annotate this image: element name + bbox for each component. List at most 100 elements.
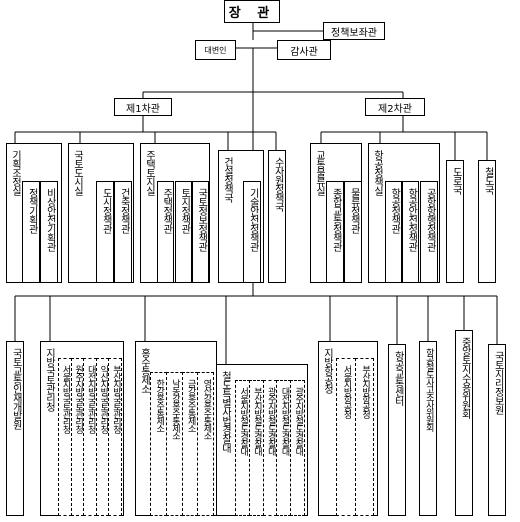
rail-police-subs-item: 부산지방철도경찰대 bbox=[248, 380, 264, 516]
vice1-label: 제1차관 bbox=[126, 103, 160, 115]
flood-subs-item-label: 금강홍수통제소 bbox=[185, 379, 196, 432]
flood-subs-item: 영산강홍수통제소 bbox=[197, 372, 214, 516]
flood-subs-item-label: 한강홍수통제소 bbox=[154, 379, 165, 432]
rail-police-subs-item: 서울지방철도경찰대 bbox=[235, 380, 250, 516]
housing-sub2-label: 토지정책관 bbox=[178, 188, 190, 233]
construction-bureau-label: 건설정책국 bbox=[221, 157, 233, 202]
road-bureau: 도로국 bbox=[446, 160, 464, 283]
planning-sub2: 비상안전기획관 bbox=[40, 181, 58, 283]
policy-aide-box: 정책보좌관 bbox=[323, 22, 385, 40]
territory-sub1: 도시정책관 bbox=[96, 181, 114, 283]
transport-sub1: 종합교통정책관 bbox=[326, 181, 344, 283]
flood-subs-item-label: 낙동강홍수통제소 bbox=[169, 379, 180, 439]
aviation-subs-item: 서울지방항공청 bbox=[336, 358, 356, 516]
construction-sub-label: 기술안전정책관 bbox=[247, 188, 259, 251]
housing-sub2: 토지정책관 bbox=[175, 181, 192, 283]
spokesperson-box: 대변인 bbox=[195, 40, 236, 60]
ngii-label: 국토지리정보원 bbox=[492, 351, 504, 414]
territory-sub2-label: 건축정책관 bbox=[118, 188, 130, 233]
transport-sub1-label: 종합교통정책관 bbox=[330, 188, 342, 251]
land-subs-item: 대전지방국토관리청 bbox=[83, 358, 97, 516]
territory-sub2: 건축정책관 bbox=[114, 181, 132, 283]
land-subs-item-label: 서울지방국토관리청 bbox=[60, 365, 71, 433]
housing-sub3-label: 국토정보정책관 bbox=[195, 188, 207, 251]
aviation-admin-label: 지방항공청 bbox=[321, 348, 333, 393]
road-bureau-label: 도로국 bbox=[450, 167, 462, 194]
transport-office-label: 교통물류실 bbox=[313, 150, 325, 195]
transport-sub2: 물류정책관 bbox=[344, 181, 362, 283]
territory-office-label: 국토도시실 bbox=[71, 150, 83, 195]
land-subs-item: 서울지방국토관리청 bbox=[58, 358, 72, 516]
rail-police-subs-item-label: 광주지방철도경찰대 bbox=[265, 387, 276, 455]
aviation-subs-item-label: 부산지방항공청 bbox=[359, 365, 370, 418]
rail-police-subs-item-label: 대전지방철도경찰대 bbox=[279, 387, 290, 455]
aviation-sub2-label: 항공안전정책관 bbox=[405, 188, 417, 251]
rail-police-subs-item-label: 부산지방철도경찰대 bbox=[251, 387, 262, 455]
land-subs-item-label: 익산지방국토관리청 bbox=[98, 365, 109, 433]
rail-police-subs-item: 대전지방철도경찰대 bbox=[276, 380, 292, 516]
planning-sub1: 정책기획관 bbox=[22, 181, 40, 283]
flood-control-subs: 한강홍수통제소 낙동강홍수통제소 금강홍수통제소 영산강홍수통제소 bbox=[150, 372, 214, 516]
minister-box: 장 관 bbox=[224, 0, 280, 23]
planning-sub1-label: 정책기획관 bbox=[26, 188, 38, 233]
aviation-office-label: 항공정책실 bbox=[371, 150, 383, 195]
vice1-box: 제1차관 bbox=[114, 98, 172, 116]
water-bureau-label: 수자원정책국 bbox=[272, 157, 284, 211]
planning-sub2-label: 비상안전기획관 bbox=[44, 188, 56, 251]
hrd-institute: 국토교통인재개발원 bbox=[6, 341, 24, 516]
flood-subs-item: 한강홍수통제소 bbox=[150, 372, 167, 516]
spokesperson-label: 대변인 bbox=[204, 45, 227, 55]
minister-label: 장 관 bbox=[228, 6, 276, 21]
housing-sub3: 국토정보정책관 bbox=[192, 181, 209, 283]
aviation-sub2: 항공안전정책관 bbox=[402, 181, 419, 283]
rail-police-subs-item: 광주지방철도경찰대 bbox=[290, 380, 305, 516]
rail-police-subs-item-label: 서울지방철도경찰대 bbox=[238, 387, 249, 455]
rail-accident-committee: 항공철도사고조사위원회 bbox=[419, 341, 437, 516]
rail-accident-committee-label: 항공철도사고조사위원회 bbox=[423, 348, 434, 431]
land-subs-item: 익산지방국토관리청 bbox=[95, 358, 110, 516]
land-subs-item: 원주지방국토관리청 bbox=[70, 358, 85, 516]
aviation-sub3: 공항항행정책관 bbox=[420, 181, 438, 283]
housing-office-label: 주택토지실 bbox=[143, 150, 155, 195]
policy-aide-label: 정책보좌관 bbox=[331, 27, 377, 39]
construction-sub: 기술안전정책관 bbox=[243, 181, 261, 283]
inspector-label: 감사관 bbox=[290, 46, 318, 58]
flood-subs-item: 금강홍수통제소 bbox=[181, 372, 199, 516]
construction-bureau: 건설정책국 bbox=[218, 150, 264, 283]
aviation-sub1: 항공정책관 bbox=[385, 181, 402, 283]
aviation-center-label: 항공교통센터 bbox=[392, 351, 404, 405]
inspector-box: 감사관 bbox=[277, 40, 331, 60]
aviation-admin-subs: 서울지방항공청 부산지방항공청 bbox=[336, 358, 374, 516]
land-admin-label: 지방국토관리청 bbox=[43, 348, 55, 411]
aviation-subs-item-label: 서울지방항공청 bbox=[341, 365, 352, 418]
vice2-label: 제2차관 bbox=[378, 103, 412, 115]
rail-police-label: 철도특별사법경찰대 bbox=[219, 371, 231, 452]
aviation-subs-item: 부산지방항공청 bbox=[354, 358, 374, 516]
flood-control-label: 홍수통제소 bbox=[138, 348, 150, 393]
expropriation-committee-label: 중앙토지수용위원회 bbox=[459, 337, 471, 418]
aviation-center: 항공교통센터 bbox=[388, 344, 406, 516]
rail-police-subs-item: 광주지방철도경찰대 bbox=[262, 380, 278, 516]
flood-subs-item: 낙동강홍수통제소 bbox=[165, 372, 183, 516]
vice2-box: 제2차관 bbox=[365, 98, 425, 116]
housing-sub1-label: 주택정책관 bbox=[160, 188, 172, 233]
planning-office-label: 기획조정실 bbox=[9, 150, 21, 195]
expropriation-committee: 중앙토지수용위원회 bbox=[455, 330, 473, 516]
flood-subs-item-label: 영산강홍수통제소 bbox=[201, 379, 212, 439]
water-bureau: 수자원정책국 bbox=[268, 150, 286, 283]
land-subs-item: 부산지방국토관리청 bbox=[108, 358, 122, 516]
territory-sub1-label: 도시정책관 bbox=[100, 188, 112, 233]
hrd-institute-label: 국토교통인재개발원 bbox=[10, 348, 22, 429]
land-subs-item-label: 부산지방국토관리청 bbox=[110, 365, 121, 433]
aviation-sub1-label: 항공정책관 bbox=[388, 188, 400, 233]
rail-bureau: 철도국 bbox=[478, 160, 496, 283]
transport-sub2-label: 물류정책관 bbox=[348, 188, 360, 233]
housing-sub1: 주택정책관 bbox=[157, 181, 174, 283]
land-subs-item-label: 원주지방국토관리청 bbox=[73, 365, 84, 433]
ngii-box: 국토지리정보원 bbox=[488, 344, 506, 516]
land-subs-item-label: 대전지방국토관리청 bbox=[85, 365, 96, 433]
